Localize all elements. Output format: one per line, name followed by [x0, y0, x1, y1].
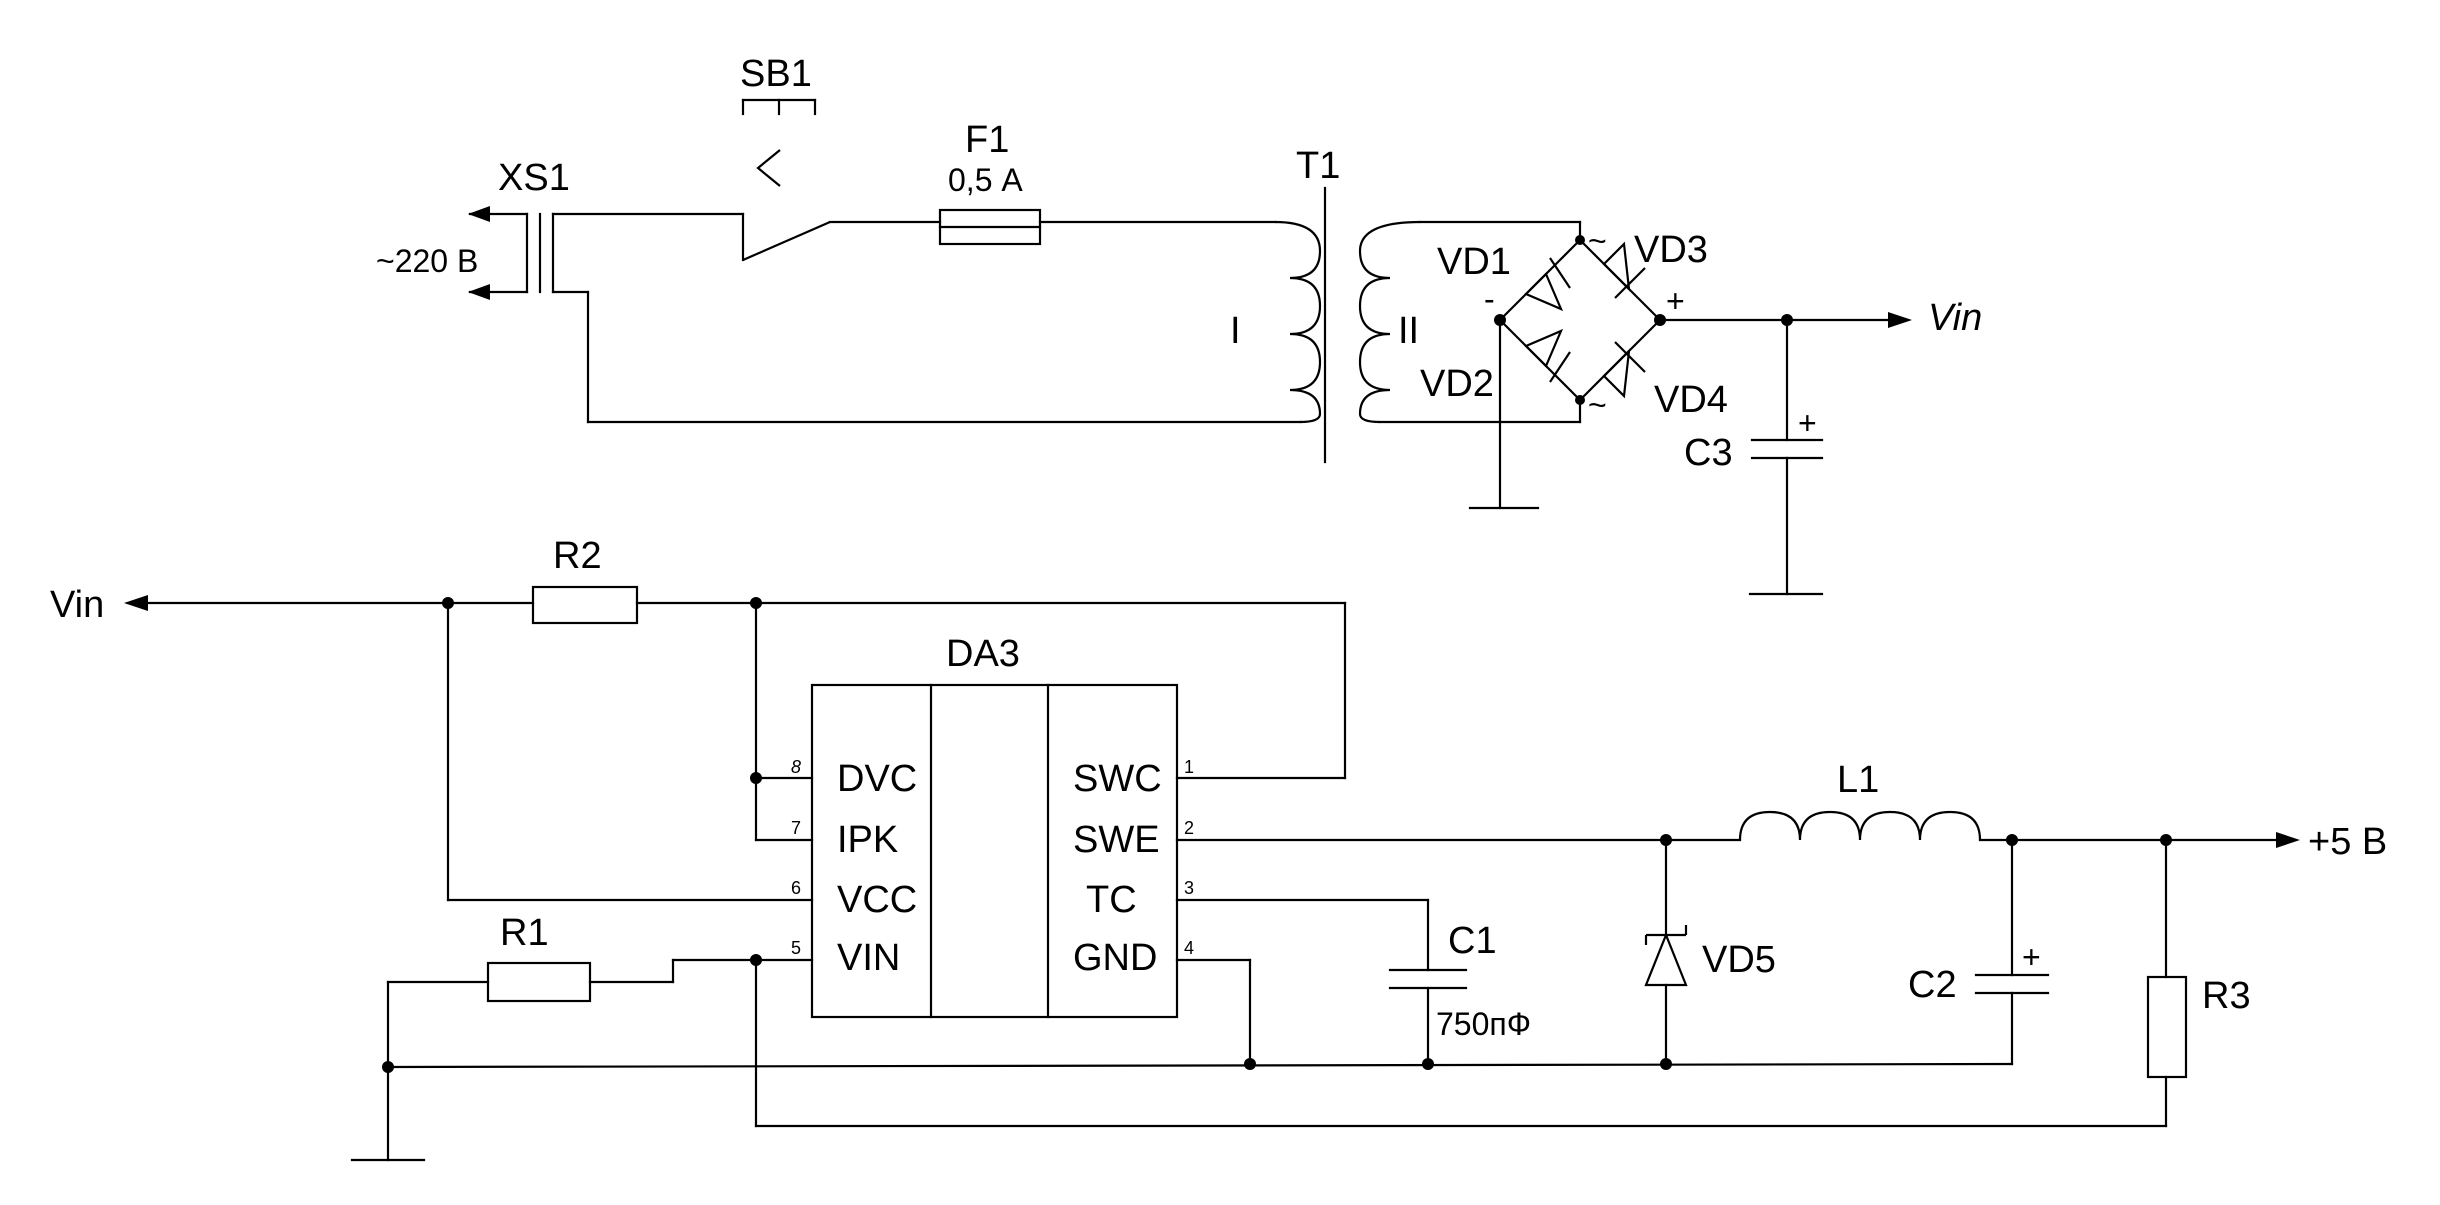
da3-chip — [810, 683, 1179, 1019]
r2-resistor — [531, 585, 639, 625]
c3-capacitor — [1748, 318, 1824, 596]
vd5-diode — [1644, 838, 1688, 1066]
output-arrow — [2276, 832, 2300, 848]
r2-label: R2 — [553, 535, 602, 577]
vd2-diode — [1524, 328, 1571, 383]
sb1-label: SB1 — [740, 53, 812, 95]
vd3-diode — [1602, 241, 1646, 299]
pin-7-number: 7 — [791, 818, 801, 838]
pin-3-number: 3 — [1184, 878, 1194, 898]
c2-plus: + — [2022, 939, 2041, 975]
bridge-minus: - — [1484, 281, 1495, 317]
t1-label: T1 — [1296, 145, 1340, 187]
vin-top-arrow — [1888, 312, 1912, 328]
r1-label: R1 — [500, 912, 549, 954]
pin-4-number: 4 — [1184, 938, 1194, 958]
l1-inductor — [1738, 810, 1982, 841]
xs1-label: XS1 — [498, 157, 570, 199]
vd4-label: VD4 — [1654, 379, 1728, 421]
vd1-label: VD1 — [1437, 241, 1511, 283]
sb1-switch — [741, 98, 942, 262]
f1-rating: 0,5 А — [948, 162, 1023, 198]
bridge-plus: + — [1666, 283, 1685, 319]
pin-5-name: VIN — [837, 937, 900, 979]
t1-secondary-winding — [1358, 220, 1421, 424]
r3-resistor — [2146, 975, 2188, 1079]
c1-capacitor — [1388, 968, 1468, 990]
vd4-diode — [1602, 341, 1646, 399]
t1-primary-winding — [1274, 220, 1322, 424]
primary-winding-label: I — [1230, 310, 1241, 352]
pin-8-number: 8 — [791, 757, 801, 777]
pin-1-number: 1 — [1184, 757, 1194, 777]
vd5-label: VD5 — [1702, 939, 1776, 981]
pin-5-number: 5 — [791, 938, 801, 958]
vin-left-arrow — [124, 595, 148, 611]
pin-1-name: SWC — [1073, 758, 1162, 800]
vd1-diode — [1524, 257, 1571, 312]
pin-4-name: GND — [1073, 937, 1157, 979]
da3-label: DA3 — [946, 633, 1020, 675]
vin-left-label: Vin — [50, 584, 104, 626]
tilde-bottom: ~ — [1588, 387, 1607, 423]
pin-6-number: 6 — [791, 878, 801, 898]
pin-7-name: IPK — [837, 819, 898, 861]
tilde-top: ~ — [1588, 223, 1607, 259]
c3-plus: + — [1798, 405, 1817, 441]
r1-resistor — [486, 961, 592, 1003]
f1-fuse — [938, 208, 1042, 246]
output-label: +5 В — [2308, 821, 2387, 863]
c3-label: C3 — [1684, 432, 1733, 474]
l1-label: L1 — [1837, 759, 1879, 801]
f1-label: F1 — [965, 119, 1009, 161]
pin-2-name: SWE — [1073, 819, 1160, 861]
c1-value: 750пФ — [1436, 1006, 1531, 1042]
pin-8-name: DVC — [837, 758, 917, 800]
pin-6-name: VCC — [837, 879, 917, 921]
c1-label: C1 — [1448, 920, 1497, 962]
r3-label: R3 — [2202, 975, 2251, 1017]
vd2-label: VD2 — [1420, 363, 1494, 405]
vin-top-label: Vin — [1928, 297, 1982, 339]
secondary-winding-label: II — [1398, 310, 1419, 352]
c2-capacitor — [1974, 838, 2050, 995]
c2-label: C2 — [1908, 964, 1957, 1006]
mains-voltage-label: ~220 В — [376, 243, 478, 279]
pin-3-name: TC — [1086, 879, 1137, 921]
vd3-label: VD3 — [1634, 229, 1708, 271]
pin-2-number: 2 — [1184, 818, 1194, 838]
xs1-plug — [468, 206, 555, 300]
